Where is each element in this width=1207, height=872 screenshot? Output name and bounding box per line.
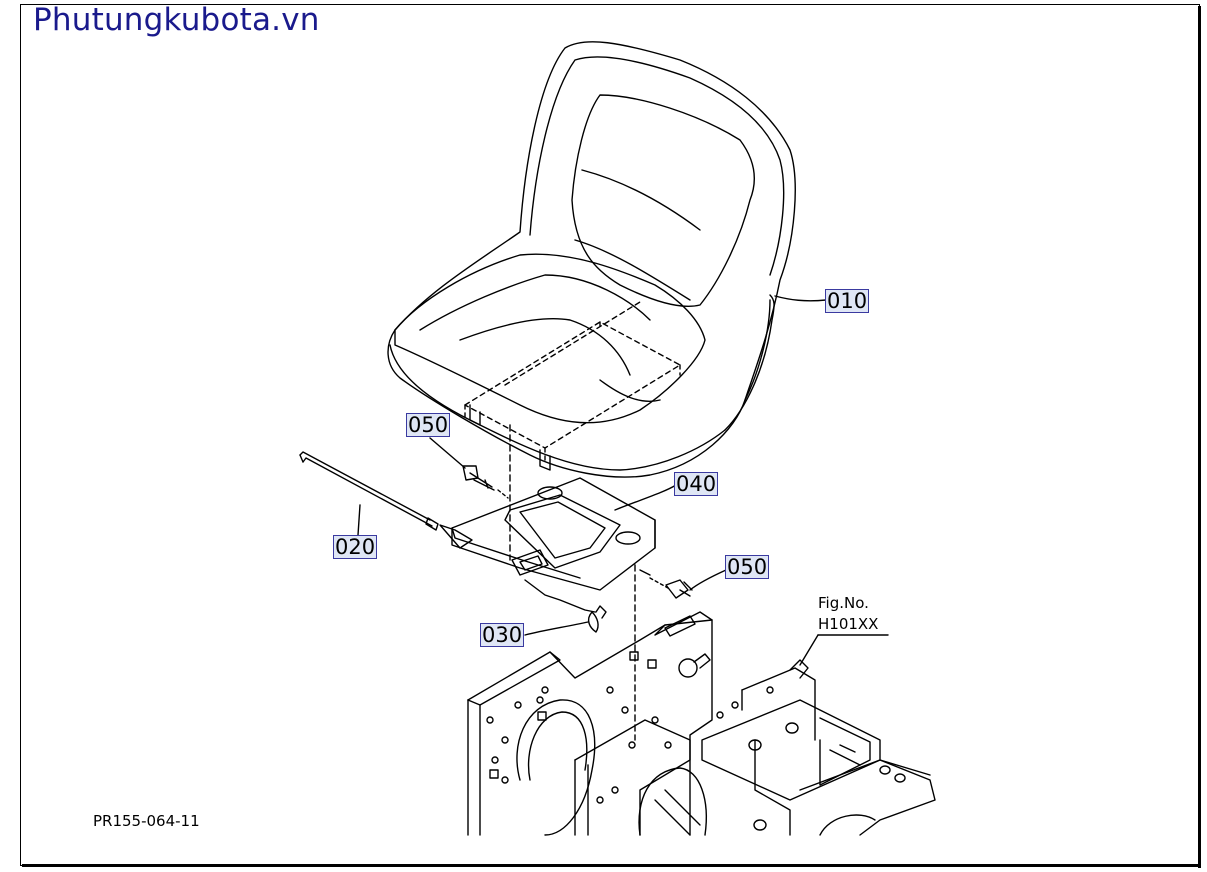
drawing-number: PR155-064-11 [93, 812, 200, 830]
frame-shadow-right [1198, 6, 1201, 868]
pin-drawing [524, 605, 607, 636]
callout-seat[interactable]: 010 [825, 289, 870, 313]
callout-pin[interactable]: 030 [480, 623, 525, 647]
bolt-lower-drawing [649, 569, 727, 599]
bolt-upper-drawing [429, 437, 509, 499]
callout-bolt-upper[interactable]: 050 [406, 413, 451, 437]
bracket-drawing [439, 424, 677, 741]
callout-bracket[interactable]: 040 [674, 472, 719, 496]
rod-drawing [299, 451, 439, 536]
callout-bolt-lower[interactable]: 050 [725, 555, 770, 579]
frame-shadow-bottom [22, 864, 1201, 867]
chassis-drawing [467, 611, 936, 836]
watermark: Phutungkubota.vn [33, 2, 320, 38]
fig-reference-label: Fig.No. [818, 594, 869, 612]
seat-drawing [387, 41, 827, 478]
callout-rod[interactable]: 020 [333, 535, 378, 559]
fig-reference-number[interactable]: H101XX [818, 615, 879, 633]
